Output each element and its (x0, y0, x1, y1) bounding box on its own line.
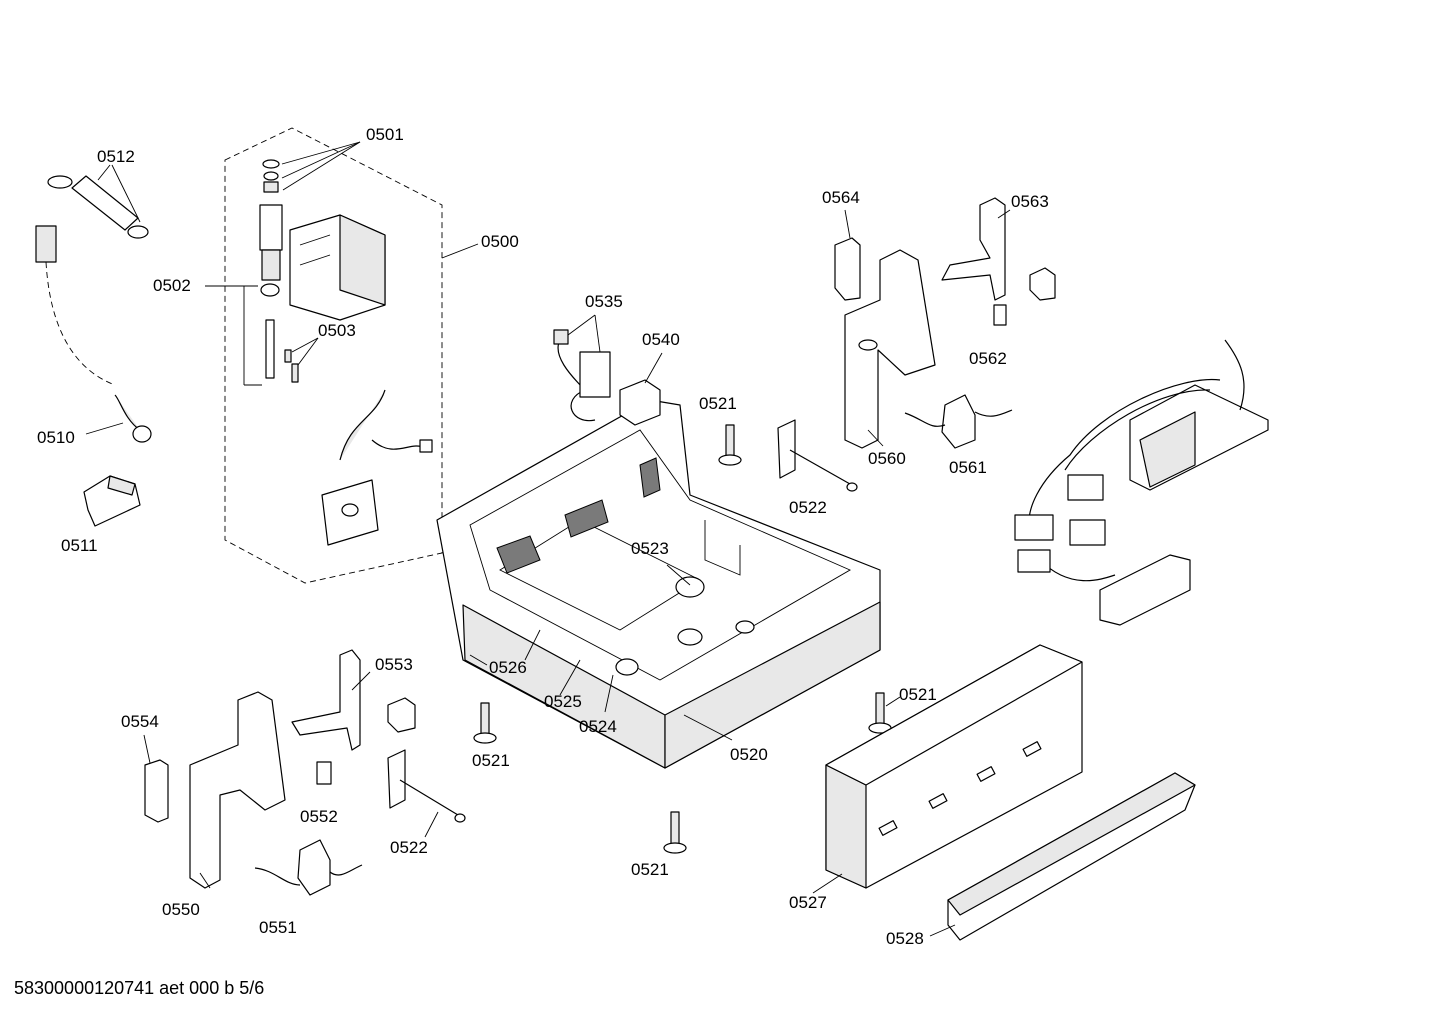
part-0564-clip (834, 209, 861, 301)
callout-0511: 0511 (61, 536, 98, 555)
part-0521-screw-c (868, 692, 901, 734)
part-0561-microswitch (904, 394, 1013, 449)
part-0511-clip (83, 475, 141, 527)
callout-0540: 0540 (642, 330, 680, 349)
part-0500-bracket-housing (289, 214, 386, 321)
part-0521-screw-b (473, 702, 497, 744)
callout-0521-a: 0521 (699, 394, 737, 413)
part-cable-harness (1014, 339, 1269, 626)
callout-0521-c: 0521 (899, 685, 937, 704)
callout-0560: 0560 (868, 449, 906, 468)
callout-0522-a: 0522 (789, 498, 827, 517)
callout-0551: 0551 (259, 918, 297, 937)
part-0562-clip (993, 304, 1007, 326)
callout-0528: 0528 (886, 929, 924, 948)
part-0563-bracket (941, 197, 1056, 301)
callout-0527: 0527 (789, 893, 827, 912)
part-0501-seal-rings (262, 141, 361, 193)
part-0560-switch-bracket (844, 249, 936, 449)
callout-0502: 0502 (153, 276, 191, 295)
callout-0522-b: 0522 (390, 838, 428, 857)
part-0502-inlet-valve (205, 204, 283, 386)
callout-labels: 0501 0512 0500 0502 0503 0510 0511 0564 … (37, 125, 1049, 948)
callout-0500: 0500 (481, 232, 519, 251)
part-0512-hose-pipe-with-clamps (47, 164, 149, 239)
callout-0501: 0501 (366, 125, 404, 144)
callout-0561: 0561 (949, 458, 987, 477)
part-0522-spring-bracket-a (777, 419, 858, 492)
callout-0525: 0525 (544, 692, 582, 711)
part-0535-cable-connector (553, 314, 611, 422)
part-0528-plinth-strip (929, 772, 1196, 941)
callout-0510: 0510 (37, 428, 75, 447)
callout-0521-b: 0521 (472, 751, 510, 770)
callout-0523: 0523 (631, 539, 669, 558)
part-0551-microswitch (254, 839, 363, 896)
callout-0550: 0550 (162, 900, 200, 919)
part-0521-screw-d (663, 811, 687, 854)
callout-0526: 0526 (489, 658, 527, 677)
callout-0562: 0562 (969, 349, 1007, 368)
callout-0520: 0520 (730, 745, 768, 764)
callout-0503: 0503 (318, 321, 356, 340)
part-0553-bracket (291, 649, 416, 751)
callout-0564: 0564 (822, 188, 860, 207)
part-0550-switch-bracket (189, 691, 286, 889)
part-0521-screw-a (718, 424, 742, 466)
callout-0552: 0552 (300, 807, 338, 826)
callout-0535: 0535 (585, 292, 623, 311)
callout-0553: 0553 (375, 655, 413, 674)
part-0554-cover (143, 734, 169, 823)
callout-0563: 0563 (1011, 192, 1049, 211)
part-0510-drain-hose (35, 225, 152, 443)
callout-0554: 0554 (121, 712, 159, 731)
part-0500-valve-assembly-group (224, 127, 479, 584)
part-0522-spring-bracket-b (387, 749, 466, 838)
document-id-footer: 58300000120741 aet 000 b 5/6 (14, 978, 265, 998)
part-0503-small-fittings (265, 319, 319, 383)
callout-0521-d: 0521 (631, 860, 669, 879)
part-0520-base-tub (436, 399, 881, 769)
part-0540-component (619, 352, 663, 426)
callout-0512: 0512 (97, 147, 135, 166)
part-0527-plinth-panel (812, 644, 1083, 894)
callout-0524: 0524 (579, 717, 617, 736)
part-0500-hose-and-plug (321, 389, 433, 546)
part-0552-clip (316, 761, 332, 785)
